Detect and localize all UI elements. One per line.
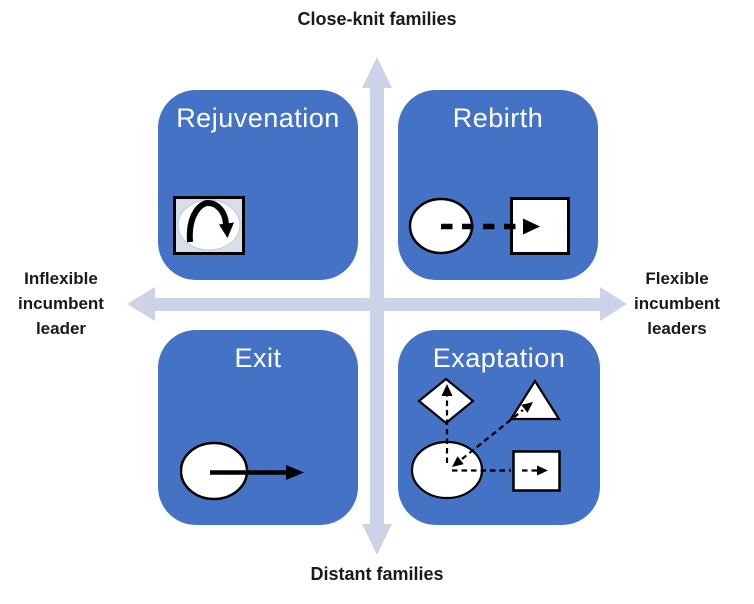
quadrant-label-rebirth: Rebirth: [452, 103, 544, 133]
quadrant-label-exit: Exit: [234, 343, 282, 373]
quadrant-rebirth: Rebirth: [398, 90, 598, 280]
horizontal-axis-arrow: [127, 287, 627, 321]
quadrant-label-rejuvenation: Rejuvenation: [176, 103, 340, 133]
ellipse-to-square-dashed-arrow-icon: [408, 197, 570, 255]
quadrant-label-exaptation: Exaptation: [432, 343, 566, 373]
quadrant-exit: Exit: [158, 330, 358, 525]
ellipse-with-solid-arrow-icon: [180, 441, 304, 501]
quadrant-exaptation: Exaptation: [398, 330, 600, 525]
axis-label-bottom: Distant families: [310, 564, 444, 584]
u-turn-arrow-icon: [173, 196, 245, 255]
ellipse-diamond-triangle-square-dashed-network-icon: [410, 377, 561, 500]
quadrant-rejuvenation: Rejuvenation: [158, 90, 358, 280]
axis-label-right: Flexible incumbent leaders: [634, 269, 720, 338]
axis-label-left: Inflexible incumbent leader: [18, 269, 104, 338]
axis-label-top: Close-knit families: [297, 9, 457, 29]
